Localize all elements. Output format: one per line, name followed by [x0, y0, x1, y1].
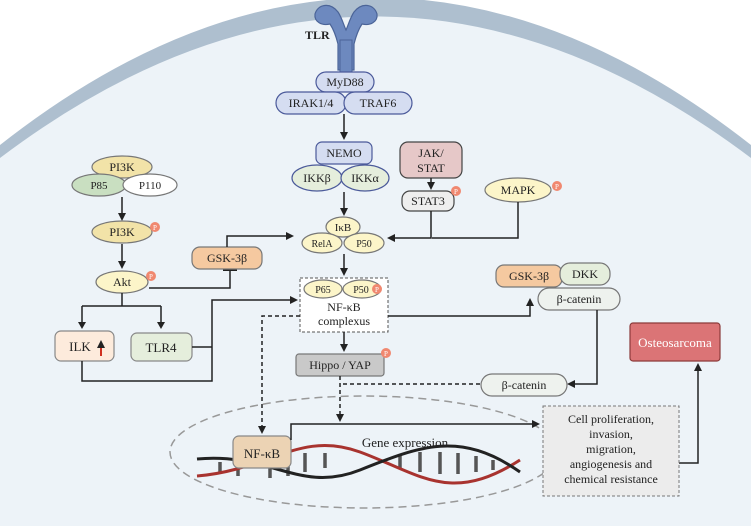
- stat3-phospho-icon: [451, 186, 461, 196]
- stat3-box: [401, 190, 455, 212]
- nfkb-line2: complexus: [318, 314, 370, 328]
- traf6-box: [343, 91, 413, 115]
- myd88-box: [315, 71, 375, 93]
- akt-label: Akt: [113, 275, 132, 289]
- nemo-box: [315, 141, 373, 165]
- gsk-right-label: GSK-3β: [509, 269, 549, 283]
- nfkb-phospho-label: P: [375, 286, 379, 294]
- osteosarcoma-box: [629, 322, 721, 362]
- bcat-cyto-box: [537, 287, 621, 311]
- akt-branch: [81, 293, 162, 324]
- arrowhead-tlr4: [157, 322, 165, 329]
- arrow-bcat-to-nucleus: [567, 310, 598, 388]
- outcome-line-1: Cell proliferation,: [568, 412, 654, 426]
- stat3-phospho-label: P: [454, 188, 458, 196]
- arrowhead-ilk: [78, 322, 86, 329]
- p65-oval: [303, 279, 343, 299]
- tlr-label: TLR: [305, 28, 330, 42]
- nfkb-dna-box: [232, 435, 292, 469]
- dotted-nfkb-to-dna: [258, 315, 300, 434]
- outcome-line-4: angiogenesis and: [570, 457, 652, 471]
- arrow-gene-to-outcome: [290, 420, 540, 440]
- outcome-line-5: chemical resistance: [564, 472, 658, 486]
- myd88-label: MyD88: [326, 75, 363, 89]
- akt-phospho-label: P: [149, 273, 153, 281]
- pi3kp-phospho-label: P: [153, 224, 157, 232]
- pi3kp-oval: [91, 220, 153, 244]
- arrow-gsk-to-ikb: [226, 232, 294, 247]
- traf6-label: TRAF6: [360, 96, 397, 110]
- dkk-label: DKK: [572, 267, 598, 281]
- nfkb-phospho-icon: [372, 284, 382, 294]
- ikb-label: IκB: [335, 222, 352, 234]
- rela-oval: [301, 232, 343, 254]
- pi3k-oval: [91, 155, 153, 179]
- hippo-phospho-icon: [381, 348, 391, 358]
- stat3-label: STAT3: [411, 194, 445, 208]
- ikka-label: IKKα: [351, 171, 379, 185]
- ilk-box: [54, 330, 115, 362]
- nemo-label: NEMO: [326, 146, 362, 160]
- pi3kp-label: PI3K: [109, 225, 135, 239]
- p50-ikb-oval: [343, 232, 385, 254]
- stat-label: STAT: [417, 161, 445, 175]
- bcat-cyto-label: β-catenin: [557, 292, 602, 306]
- outcome-box: [542, 405, 680, 497]
- nfkb-line1: NF-κB: [327, 300, 360, 314]
- nfkb-dna-label: NF-κB: [244, 446, 280, 461]
- arrow-ilk-to-nfkb: [81, 296, 298, 382]
- p85-label: P85: [90, 180, 108, 192]
- gsk-left-label: GSK-3β: [207, 251, 247, 265]
- hippo-label: Hippo / YAP: [309, 358, 371, 372]
- arrow-nfkb-to-gsk: [388, 298, 534, 317]
- rela-label: RelA: [311, 239, 333, 250]
- irak-label: IRAK1/4: [289, 96, 334, 110]
- p50-ikb-label: P50: [356, 239, 372, 250]
- tlr4-label: TLR4: [145, 340, 177, 355]
- bcat-nuclear-label: β-catenin: [502, 378, 547, 392]
- outcome-line-2: invasion,: [589, 427, 633, 441]
- gene-expression-label: Gene expression: [362, 435, 449, 450]
- dkk-box: [559, 262, 611, 286]
- inhibit-akt-to-gsk: [149, 270, 231, 289]
- p65-label: P65: [315, 285, 331, 296]
- p110-label: P110: [139, 180, 162, 192]
- ikb-oval: [325, 216, 361, 238]
- jak-label: JAK/: [418, 146, 444, 160]
- arrow-stat3-to-ikb: [387, 211, 432, 242]
- ikkb-label: IKKβ: [303, 171, 330, 185]
- arrow-outcome-to-osteosarcoma: [679, 363, 702, 464]
- hippo-phospho-label: P: [384, 350, 388, 358]
- mapk-phospho-label: P: [555, 183, 559, 191]
- mapk-label: MAPK: [501, 183, 536, 197]
- pi3kp-phospho-icon: [150, 222, 160, 232]
- bcat-nuclear-box: [480, 373, 568, 397]
- mapk-phospho-icon: [552, 181, 562, 191]
- osteosarcoma-label: Osteosarcoma: [638, 335, 712, 350]
- p110-oval: [122, 173, 178, 197]
- ilk-label: ILK: [69, 339, 91, 354]
- arrow-mapk-to-ikb: [432, 202, 519, 239]
- akt-phospho-icon: [146, 271, 156, 281]
- tlr-receptor-icon: [314, 4, 378, 73]
- ikka-oval: [340, 164, 390, 192]
- p50-nfkb-label: P50: [353, 285, 369, 296]
- cytoplasm: [0, 16, 751, 526]
- pi3k-label: PI3K: [109, 160, 135, 174]
- outcome-line-3: migration,: [586, 442, 636, 456]
